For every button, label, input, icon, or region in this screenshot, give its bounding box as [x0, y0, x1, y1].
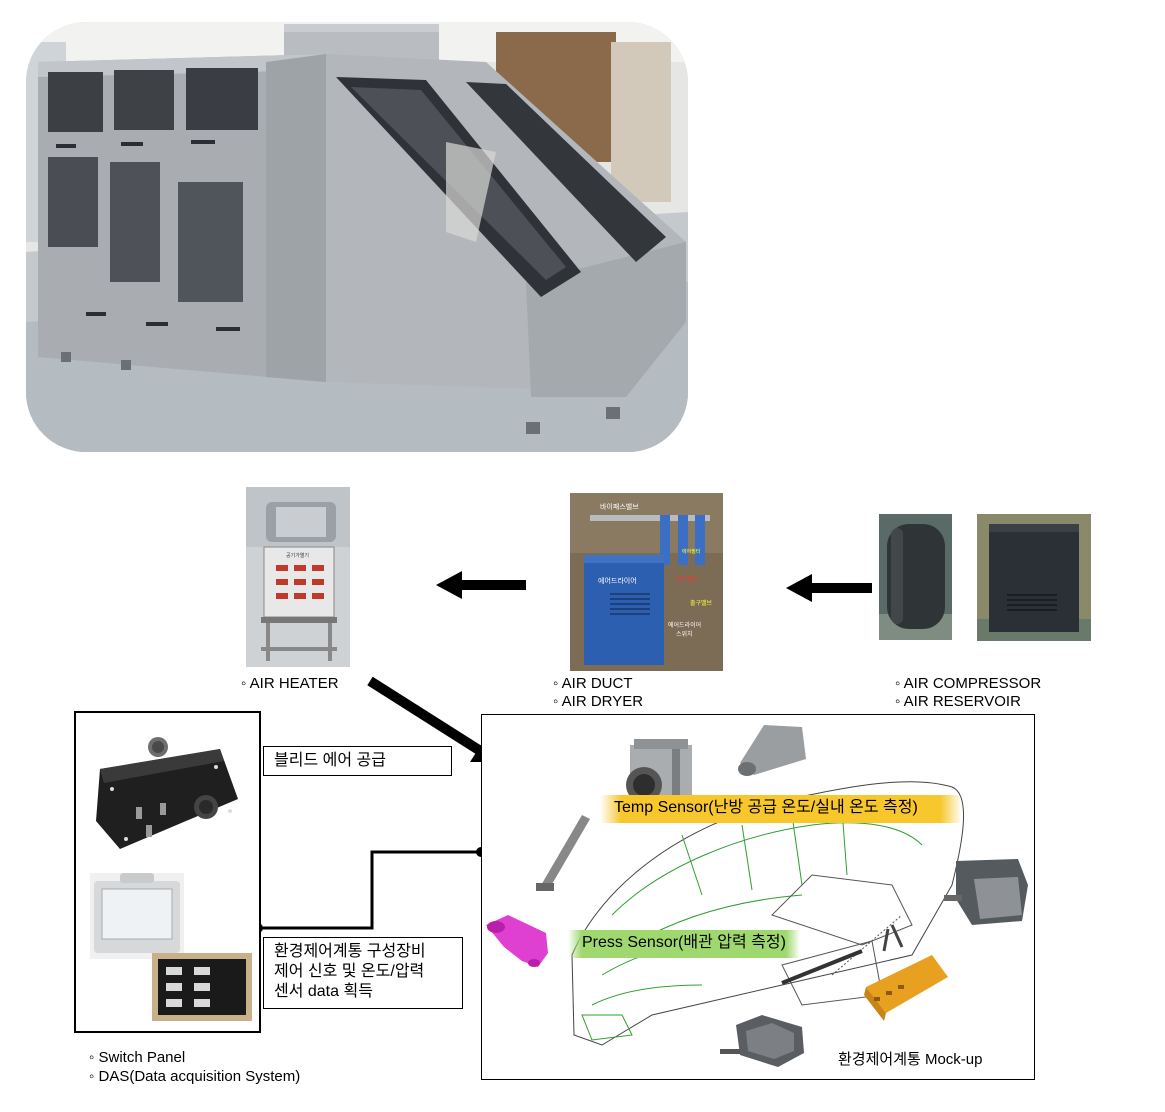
- dryer-unit-label: 에어드라이어: [598, 576, 637, 585]
- cabin-enclosure-photo: [26, 22, 688, 452]
- bypass-valve-label: 바이패스밸브: [600, 502, 639, 511]
- duct-fitting-image: [944, 859, 1028, 925]
- bracket-arm-image: [536, 815, 590, 891]
- dryer-switch-label-1: 에어드라이어: [668, 621, 701, 629]
- bleed-air-callout: 블리드 에어 공급: [263, 746, 452, 776]
- outlet-valve-label: 출구밸브: [690, 599, 713, 607]
- das-monitor-image: [90, 873, 184, 959]
- air-duct-label: ◦ AIR DUCT: [553, 675, 633, 692]
- bottom-duct-image: [720, 1015, 804, 1067]
- daq-text-line1: 환경제어계통 구성장비: [274, 943, 426, 960]
- dryer-switch-label-2: 스위치: [676, 630, 693, 638]
- switch-panel-image: [96, 737, 238, 849]
- air-dryer-label: ◦ AIR DRYER: [553, 693, 644, 710]
- flow-arrow-compressor-to-dryer: [786, 574, 872, 602]
- mockup-label: 환경제어계통 Mock-up: [838, 1051, 983, 1068]
- ecu-box-image: [864, 955, 948, 1021]
- das-label: ◦ DAS(Data acquisition System): [89, 1068, 301, 1085]
- daq-text-line3: 센서 data 획득: [274, 983, 373, 1000]
- air-heater-label: ◦ AIR HEATER: [241, 675, 339, 692]
- das-rack-image: [152, 953, 252, 1021]
- inlet-valve-label: 입구밸브: [676, 575, 699, 583]
- daq-text-line2: 제어 신호 및 온도/압력: [274, 963, 425, 980]
- daq-connection-line: [253, 847, 486, 933]
- switch-panel-label: ◦ Switch Panel: [89, 1049, 186, 1066]
- press-sensor-label: Press Sensor(배관 압력 측정): [568, 930, 800, 958]
- air-reservoir-label: ◦ AIR RESERVOIR: [895, 693, 1021, 710]
- mockup-box: Temp Sensor(난방 공급 온도/실내 온도 측정) Press Sen…: [481, 714, 1035, 1080]
- air-compressor-label: ◦ AIR COMPRESSOR: [895, 675, 1042, 692]
- air-dryer-photo: 바이패스밸브 에어필터 입구밸브 출구밸브 에어드라이어 에어드라이어 스위치: [570, 493, 723, 671]
- air-filter-label: 에어필터: [682, 548, 700, 555]
- heater-panel-label: 공기가열기: [286, 552, 309, 559]
- temp-sensor-label: Temp Sensor(난방 공급 온도/실내 온도 측정): [600, 795, 962, 823]
- bleed-air-text: 블리드 에어 공급: [274, 752, 386, 769]
- air-compressor-photo: [977, 514, 1091, 641]
- air-heater-photo: 공기가열기: [246, 487, 350, 667]
- air-reservoir-photo: [879, 514, 952, 640]
- flow-arrow-dryer-to-heater: [436, 571, 526, 599]
- daq-callout: 환경제어계통 구성장비 제어 신호 및 온도/압력 센서 data 획득: [263, 937, 463, 1009]
- nozzle-image: [738, 725, 806, 776]
- magenta-duct-image: [486, 915, 548, 967]
- switch-panel-das-box: [74, 711, 261, 1033]
